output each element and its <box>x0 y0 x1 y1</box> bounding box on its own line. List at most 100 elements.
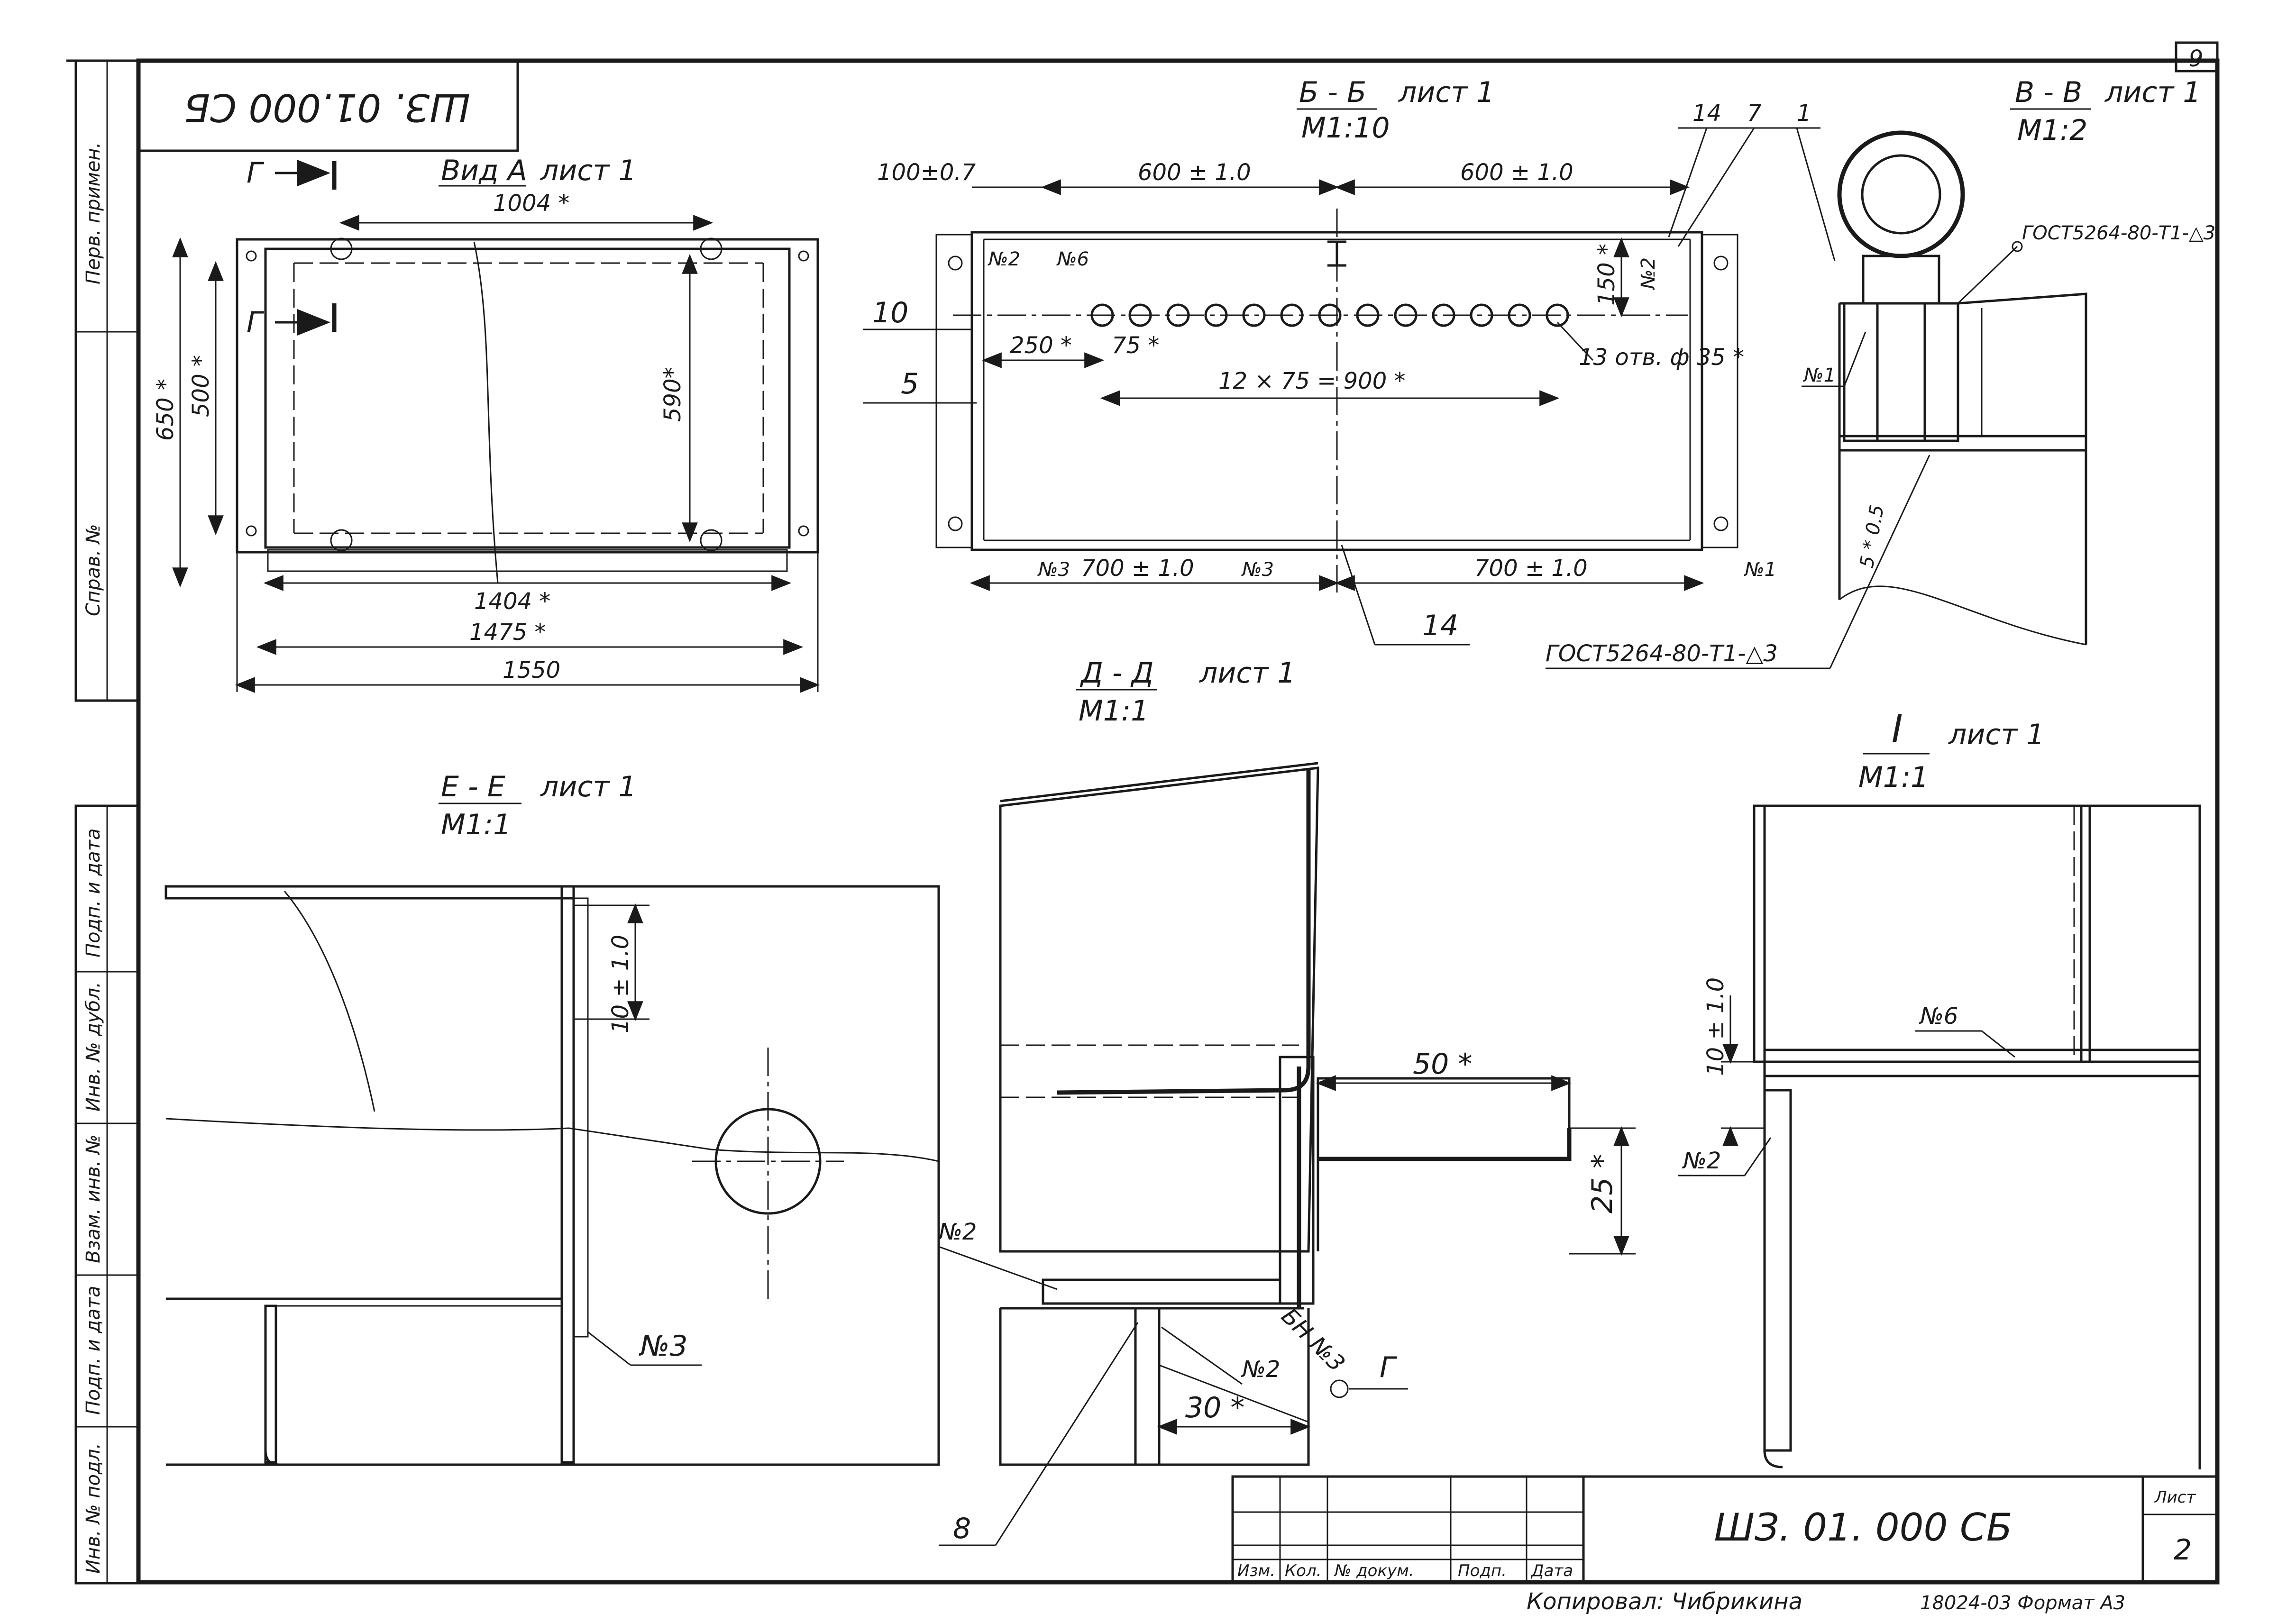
view-ee-scale: М1:1 <box>441 808 511 841</box>
view-bb-title: Б - Б <box>1299 76 1366 109</box>
top-stamp: ШЗ. 01.000 СБ 9 <box>184 46 2203 129</box>
hole <box>1204 303 1228 327</box>
view-bb-dim-left: 100±0.7 <box>877 159 976 186</box>
view-a-plate <box>264 247 791 549</box>
side-stamp-lower-2: Инв. № дубл. <box>82 982 104 1112</box>
view-ee: Е - Е М1:1 лист 1 10 ± 1.0 №3 <box>165 770 940 1466</box>
view-a-dim-top: 1004 * <box>493 190 569 217</box>
view-a-dim-left-inner: 500 * <box>188 355 214 417</box>
view-vv-scale: М1:2 <box>2017 114 2087 147</box>
view-bb-dim-75: 75 * <box>1112 332 1159 359</box>
view-ee-sheet-ref: лист 1 <box>540 770 637 803</box>
view-vv-weld-1: №1 <box>1803 365 1836 386</box>
view-dd: Д - Д М1:1 лист 1 50 * 25 * 30 * №2 №2 Б… <box>937 656 1636 1546</box>
hole <box>1394 303 1418 327</box>
view-ee-weld-3: №3 <box>639 1330 688 1363</box>
view-ee-dim-10: 10 ± 1.0 <box>607 935 634 1033</box>
title-block: Изм. Кол. № докум. Подп. Дата ШЗ. 01. 00… <box>1231 1475 2219 1615</box>
view-bb-dim-250: 250 * <box>1010 332 1072 359</box>
view-vv-weld-top: ГОСТ5264-80-Т1-△3 <box>2022 222 2215 244</box>
view-bb-sheet-ref: лист 1 <box>1398 76 1495 109</box>
hole <box>1318 303 1342 327</box>
view-i-sheet-ref: лист 1 <box>1948 718 2045 751</box>
view-a-dim-bottom-inner: 1404 * <box>474 588 550 615</box>
hole <box>1508 303 1531 327</box>
view-i-weld-6: №6 <box>1919 1003 1958 1030</box>
view-bb-part-1: 1 <box>1797 100 1811 127</box>
view-i-dim-10: 10 ± 1.0 <box>1702 977 1729 1076</box>
view-a-cut-mark-top: Г <box>247 156 265 190</box>
view-bb-dim-150: 150 * <box>1593 244 1620 306</box>
title-col-doc: № докум. <box>1334 1561 1414 1580</box>
view-a-title: Вид А <box>441 154 527 187</box>
title-designation: ШЗ. 01. 000 СБ <box>1714 1505 2012 1550</box>
view-bb-dim-holes: 13 отв. ф 35 * <box>1579 344 1744 371</box>
view-a-dim-left-outer: 650 * <box>152 379 179 441</box>
side-stamp-upper-1: Перв. примен. <box>82 142 104 284</box>
view-bb-dim-mid: 600 ± 1.0 <box>1138 159 1251 186</box>
side-stamp-lower-5: Инв. № подл. <box>82 1443 104 1574</box>
title-sheet-number: 2 <box>2174 1533 2192 1567</box>
view-bb-weld-3-a: №3 <box>1037 559 1070 581</box>
sheet-frame <box>66 41 2220 1585</box>
view-i: I М1:1 лист 1 10 ± 1.0 №6 №2 <box>1678 707 2201 1469</box>
view-dd-dim-30: 30 * <box>1185 1391 1244 1424</box>
view-vv-weld-bottom: ГОСТ5264-80-Т1-△3 <box>1546 640 1778 667</box>
view-ee-title: Е - Е <box>441 770 505 803</box>
view-a-dim-right-inner: 590* <box>659 367 686 422</box>
view-dd-dim-25: 25 * <box>1586 1154 1619 1213</box>
hole <box>1242 303 1266 327</box>
hole <box>1090 303 1114 327</box>
view-a-outer-frame <box>236 238 819 554</box>
view-a-cut-mark-mid: Г <box>247 306 265 339</box>
view-dd-sheet-ref: лист 1 <box>1199 656 1296 690</box>
view-dd-mark-g: Г <box>1380 1351 1398 1384</box>
top-sheet-number-box <box>2175 41 2219 73</box>
top-stamp-designation: ШЗ. 01.000 СБ <box>184 85 470 129</box>
view-bb-weld-2-left: №2 <box>988 248 1020 270</box>
view-dd-weld-code: БН №3 <box>1276 1303 1350 1377</box>
title-format-note: 18024-03 Формат А3 <box>1920 1592 2125 1614</box>
view-vv-dim-angle: 5 * 0.5 <box>1856 503 1889 569</box>
view-dd-scale: М1:1 <box>1079 694 1149 728</box>
view-bb-dim-bottom-right: 700 ± 1.0 <box>1474 555 1588 582</box>
view-i-scale: М1:1 <box>1858 761 1929 794</box>
hole <box>1280 303 1304 327</box>
view-bb-dim-right: 600 ± 1.0 <box>1460 159 1573 186</box>
view-vv-eyebolt-ring <box>1837 130 1965 258</box>
view-a-dim-bottom-mid: 1475 * <box>469 619 546 646</box>
hole <box>1432 303 1455 327</box>
view-dd-part-8: 8 <box>953 1512 971 1545</box>
title-col-podp: Подп. <box>1458 1561 1507 1580</box>
side-stamp-lower-4: Подп. и дата <box>82 1286 104 1415</box>
view-bb-weld-6: №6 <box>1056 248 1089 270</box>
view-vv: В - В М1:2 лист 1 ГОСТ5264-80-Т1-△3 №1 5… <box>1546 76 2215 669</box>
view-bb-dim-pitch: 12 × 75 = 900 * <box>1218 368 1406 394</box>
hole <box>1166 303 1190 327</box>
view-dd-title: Д - Д <box>1079 656 1154 690</box>
side-stamp-lower-3: Взам. инв. № <box>82 1134 104 1263</box>
view-bb-part-7: 7 <box>1747 100 1762 127</box>
title-col-kol: Кол. <box>1285 1561 1321 1580</box>
view-bb-part-14-top: 14 <box>1692 100 1721 127</box>
hole <box>1470 303 1493 327</box>
title-col-data: Дата <box>1530 1561 1573 1580</box>
view-bb-holes <box>1090 303 1569 327</box>
side-stamp-lower-1: Подп. и дата <box>82 829 104 957</box>
view-bb-part-14-bottom: 14 <box>1422 609 1458 642</box>
side-stamp: Перв. примен. Справ. № Подп. и дата Инв.… <box>74 59 140 1585</box>
title-copied-by: Копировал: Чибрикина <box>1527 1588 1802 1615</box>
view-bb-dim-bottom-left: 700 ± 1.0 <box>1081 555 1194 582</box>
view-vv-sheet-ref: лист 1 <box>2104 76 2201 109</box>
view-dd-dim-50: 50 * <box>1413 1048 1472 1081</box>
view-bb-weld-1: №1 <box>1744 559 1776 581</box>
view-dd-weld-2-a: №2 <box>937 1219 977 1245</box>
title-col-izm: Изм. <box>1237 1561 1275 1580</box>
hole <box>1356 303 1380 327</box>
view-a-sheet-ref: лист 1 <box>540 154 637 187</box>
top-sheet-number: 9 <box>2189 46 2204 72</box>
view-bb: Б - Б М1:10 лист 1 <box>863 76 1836 646</box>
hole <box>1546 303 1569 327</box>
title-sheet-label: Лист <box>2154 1488 2196 1507</box>
